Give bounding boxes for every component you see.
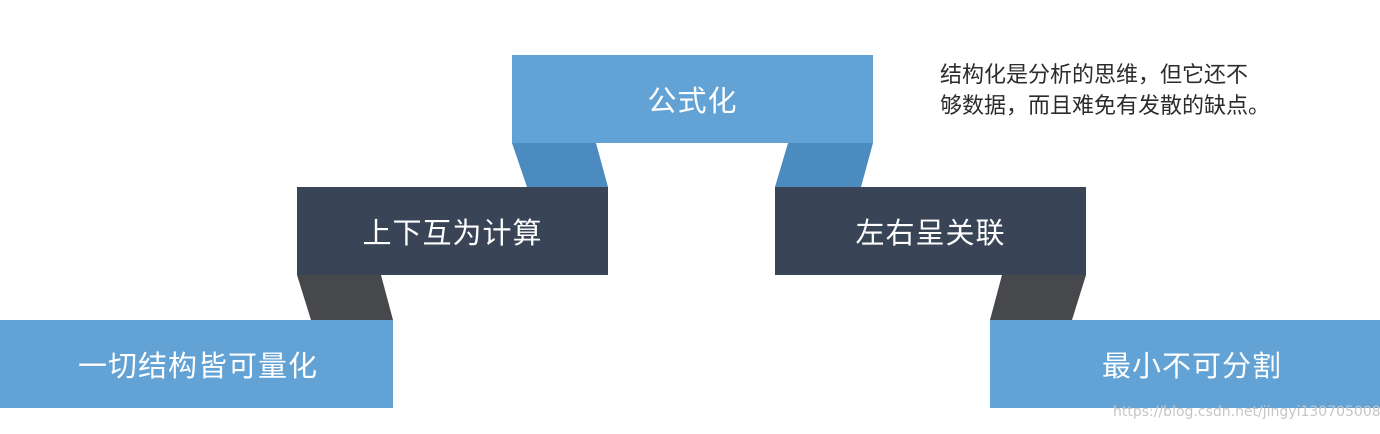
step-block-top: 公式化 (512, 55, 873, 143)
fold-right-upper (775, 143, 873, 187)
step-label-bottom-right: 最小不可分割 (1102, 349, 1283, 383)
fold-right-lower (990, 275, 1086, 320)
step-label-middle-right: 左右呈关联 (855, 216, 1006, 250)
watermark-url: https://blog.csdn.net/jingyi130705008 (1113, 404, 1380, 420)
description-note: 结构化是分析的思维，但它还不 够数据，而且难免有发散的缺点。 (940, 60, 1340, 122)
step-block-bottom-right: 最小不可分割 (990, 320, 1380, 408)
step-label-top: 公式化 (647, 84, 738, 118)
step-block-middle-left: 上下互为计算 (297, 187, 608, 275)
fold-left-lower (297, 275, 393, 320)
fold-left-upper (512, 143, 608, 187)
note-line-2: 够数据，而且难免有发散的缺点。 (940, 94, 1271, 119)
step-block-middle-right: 左右呈关联 (775, 187, 1086, 275)
step-block-bottom-left: 一切结构皆可量化 (0, 320, 393, 408)
note-line-1: 结构化是分析的思维，但它还不 (940, 63, 1249, 88)
step-label-bottom-left: 一切结构皆可量化 (78, 349, 319, 383)
step-label-middle-left: 上下互为计算 (362, 216, 543, 250)
